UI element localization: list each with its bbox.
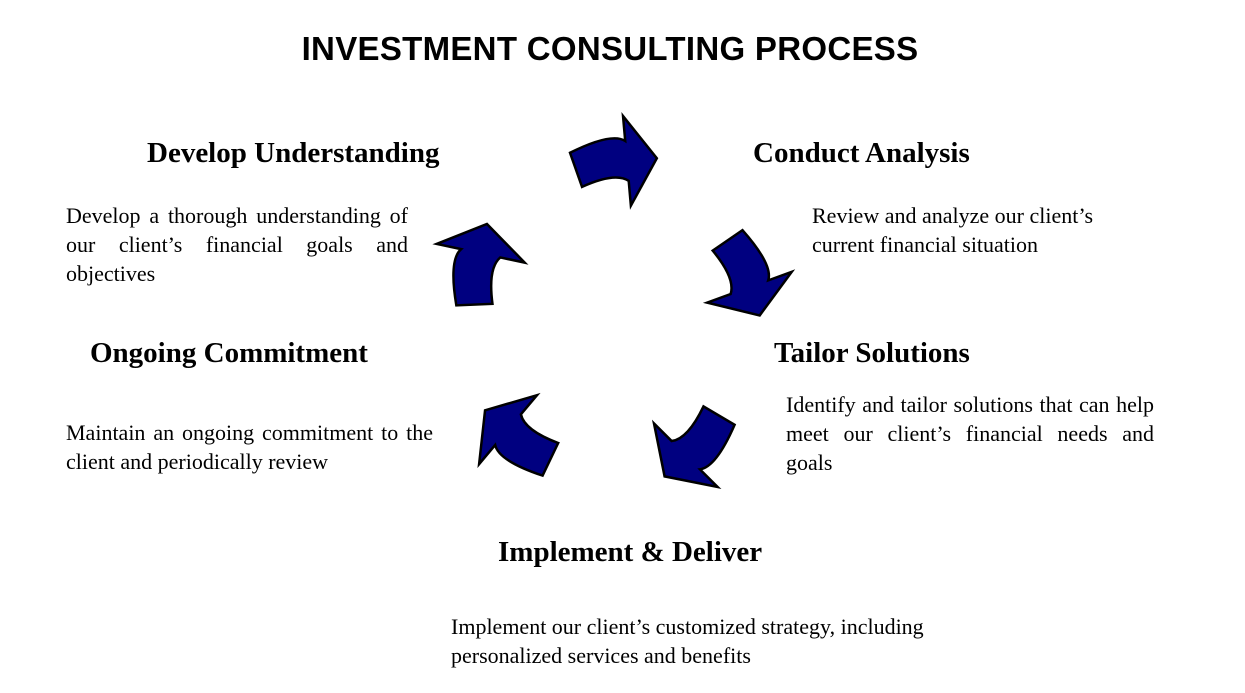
- step-description-conduct-analysis: Review and analyze our client’s current …: [812, 203, 1094, 257]
- step-heading-ongoing-commitment: Ongoing Commitment: [90, 337, 368, 369]
- arrow-icon: [568, 112, 659, 210]
- step-description-ongoing-commitment: Maintain an ongoing commitment to the cl…: [66, 420, 433, 474]
- arrow-icon: [651, 404, 737, 490]
- arrow-icon: [477, 392, 560, 478]
- arrow-icon: [432, 222, 529, 307]
- step-heading-conduct-analysis: Conduct Analysis: [753, 137, 970, 169]
- arrow-icon: [702, 228, 796, 317]
- step-heading-develop-understanding: Develop Understanding: [147, 137, 440, 169]
- step-description-tailor-solutions: Identify and tailor solutions that can h…: [786, 392, 1154, 475]
- step-description-develop-understanding: Develop a thorough understanding of our …: [66, 203, 408, 286]
- step-description-implement-deliver: Implement our client’s customized strate…: [451, 614, 924, 668]
- step-heading-tailor-solutions: Tailor Solutions: [774, 337, 970, 369]
- diagram-title: INVESTMENT CONSULTING PROCESS: [301, 30, 919, 67]
- step-heading-implement-deliver: Implement & Deliver: [498, 536, 763, 568]
